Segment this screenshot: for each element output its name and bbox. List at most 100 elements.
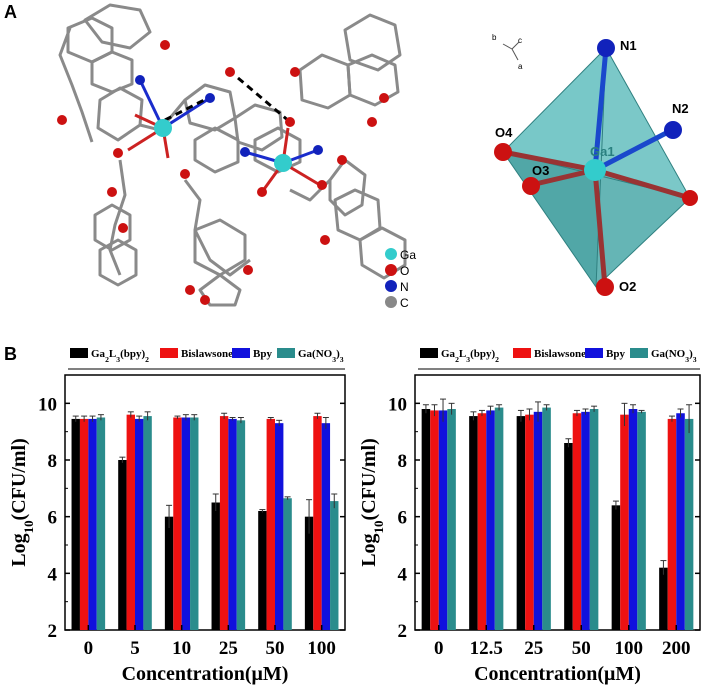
legend-swatch-3 <box>277 348 295 358</box>
y-tick-label: 6 <box>398 508 408 529</box>
axis-c-label: c <box>518 36 522 45</box>
legend-label-3: Ga(NO3)3 <box>298 348 344 364</box>
legend-label-0: Ga2L3(bpy)2 <box>441 348 499 364</box>
legend-c-swatch <box>385 296 397 308</box>
o3-atom <box>522 177 540 195</box>
molecular-structure-drawing <box>57 3 407 307</box>
legend-label-1: Bislawsone <box>534 348 586 360</box>
legend-n-swatch <box>385 280 397 292</box>
y-axis-label: Log10(CFU/ml) <box>358 438 386 567</box>
legend-label-1: Bislawsone <box>181 348 233 360</box>
y-tick-label: 8 <box>48 451 58 472</box>
bar-2-4 <box>275 423 284 630</box>
bar-0-5 <box>659 567 668 630</box>
bar-3-3 <box>589 409 599 630</box>
y-tick-label: 10 <box>38 394 57 415</box>
bar-1-5 <box>667 418 677 630</box>
y-axis-label: Log10(CFU/ml) <box>8 438 36 567</box>
panel-label-a: A <box>4 2 17 22</box>
axis-b-label: b <box>492 33 497 42</box>
legend-c-label: C <box>400 296 409 310</box>
x-tick-label: 0 <box>84 638 94 659</box>
legend-ga-swatch <box>385 248 397 260</box>
legend-n-label: N <box>400 280 409 294</box>
bar-3-3 <box>236 420 246 630</box>
bar-0-0 <box>421 409 431 630</box>
x-axis-label: Concentration(μM) <box>122 663 289 685</box>
atom-label-ga1: Ga1 <box>590 144 615 159</box>
bar-1-4 <box>266 418 275 630</box>
legend-label-3: Ga(NO3)3 <box>651 348 697 364</box>
o-atom-edge <box>682 190 698 206</box>
legend-swatch-2 <box>232 348 250 358</box>
bar-1-1 <box>477 413 487 630</box>
y-tick-label: 8 <box>398 451 408 472</box>
y-tick-label: 6 <box>48 508 58 529</box>
x-tick-label: 100 <box>615 638 644 659</box>
bar-2-0 <box>88 418 97 630</box>
legend-swatch-0 <box>70 348 88 358</box>
bar-0-4 <box>611 505 621 630</box>
bar-1-0 <box>79 418 89 630</box>
bar-1-5 <box>313 416 322 630</box>
n1-atom <box>597 39 615 57</box>
y-tick-label: 4 <box>48 564 58 585</box>
x-tick-label: 10 <box>172 638 191 659</box>
bar-1-3 <box>572 413 582 630</box>
x-tick-label: 25 <box>219 638 238 659</box>
bar-3-0 <box>447 409 456 630</box>
bar-0-1 <box>118 460 127 630</box>
x-tick-label: 5 <box>130 638 140 659</box>
legend-ga-label: Ga <box>400 248 416 262</box>
plot-frame <box>64 374 346 631</box>
x-tick-label: 12.5 <box>470 638 503 659</box>
bar-2-4 <box>628 409 638 630</box>
o4-atom <box>494 143 512 161</box>
n2-atom <box>664 121 682 139</box>
plot-frame <box>414 374 701 631</box>
atom-label-o2: O2 <box>619 279 636 294</box>
x-tick-label: 100 <box>307 638 336 659</box>
bar-2-2 <box>533 411 543 630</box>
bar-1-2 <box>525 414 534 630</box>
x-tick-label: 50 <box>572 638 591 659</box>
x-tick-label: 25 <box>524 638 543 659</box>
carbon-skeleton <box>58 3 407 307</box>
structure-legend: Ga O N C <box>385 248 416 310</box>
x-tick-label: 0 <box>434 638 444 659</box>
bar-0-5 <box>304 516 314 630</box>
bar-0-0 <box>71 418 80 630</box>
bar-3-1 <box>143 416 152 630</box>
atom-label-n1: N1 <box>620 38 637 53</box>
legend-swatch-1 <box>160 348 178 358</box>
legend-swatch-1 <box>513 348 531 358</box>
legend-swatch-3 <box>630 348 648 358</box>
bar-0-3 <box>564 443 573 630</box>
atom-label-o4: O4 <box>495 125 513 140</box>
legend-o-label: O <box>400 264 409 278</box>
coordination-polyhedron: N1 N2 O4 O3 O2 Ga1 b c a <box>492 33 698 296</box>
bar-3-4 <box>637 411 646 630</box>
bar-1-0 <box>430 410 439 630</box>
y-tick-label: 4 <box>398 564 408 585</box>
legend-label-2: Bpy <box>253 348 272 360</box>
bar-2-5 <box>321 423 331 630</box>
legend-label-2: Bpy <box>606 348 625 360</box>
bar-0-2 <box>516 416 526 630</box>
bar-3-5 <box>684 418 694 630</box>
legend-swatch-2 <box>585 348 603 358</box>
y-tick-label: 10 <box>388 394 407 415</box>
bar-3-0 <box>96 417 106 630</box>
x-tick-label: 50 <box>266 638 285 659</box>
bar-1-1 <box>126 414 135 630</box>
atom-label-o3: O3 <box>532 163 549 178</box>
bar-3-2 <box>542 407 551 630</box>
bar-2-3 <box>581 411 590 630</box>
bar-1-4 <box>620 414 629 630</box>
bar-3-1 <box>494 407 504 630</box>
bar-2-1 <box>486 410 495 630</box>
legend-o-swatch <box>385 264 397 276</box>
